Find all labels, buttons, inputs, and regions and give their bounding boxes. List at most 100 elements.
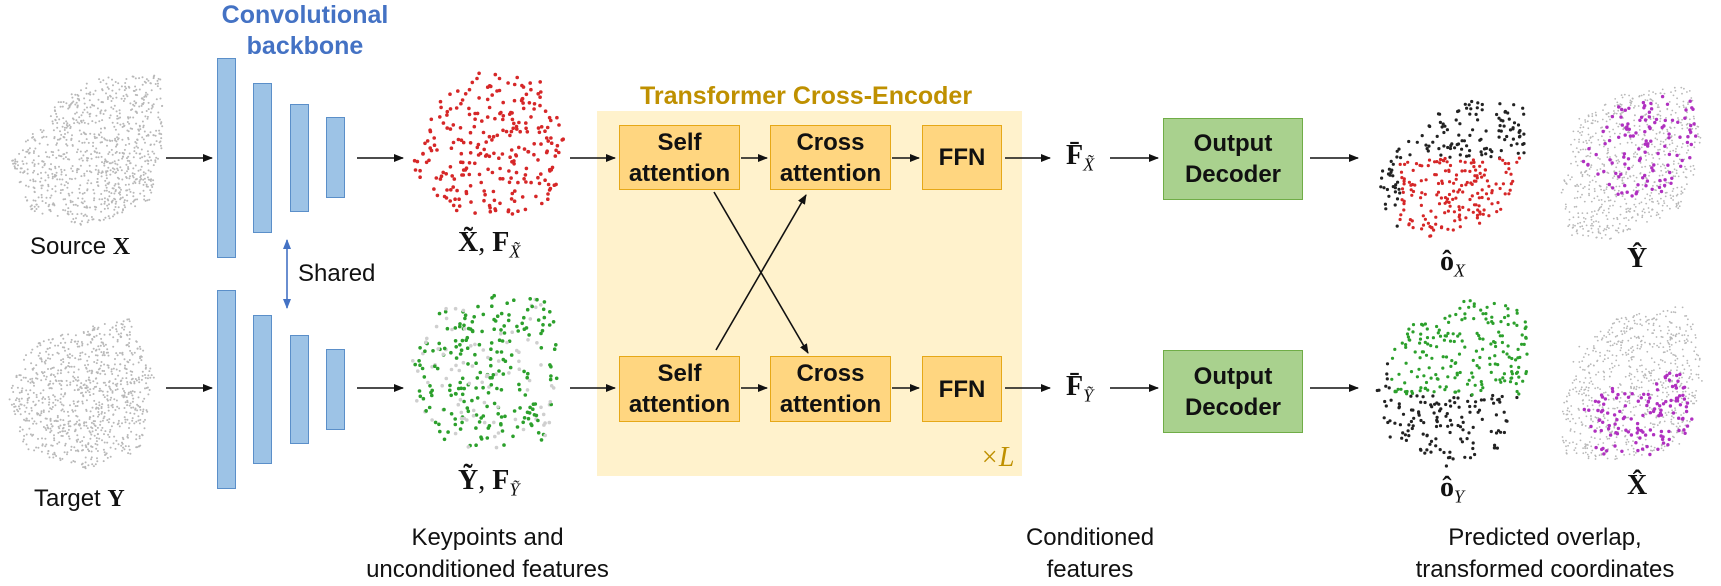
point bbox=[120, 97, 123, 100]
point bbox=[1509, 182, 1513, 186]
point bbox=[116, 388, 119, 391]
point bbox=[127, 85, 130, 88]
point bbox=[1435, 401, 1439, 405]
point bbox=[1655, 382, 1659, 386]
point bbox=[160, 137, 163, 140]
point bbox=[446, 430, 450, 434]
point bbox=[138, 182, 141, 185]
point bbox=[90, 421, 93, 424]
point bbox=[445, 113, 449, 117]
point bbox=[121, 351, 124, 354]
point bbox=[546, 197, 550, 201]
point bbox=[61, 333, 64, 336]
point bbox=[1694, 334, 1697, 336]
point bbox=[1676, 97, 1678, 100]
point bbox=[1661, 204, 1664, 207]
point bbox=[25, 389, 28, 392]
point bbox=[108, 116, 111, 119]
point bbox=[1668, 320, 1671, 323]
point bbox=[1635, 421, 1640, 426]
point bbox=[37, 399, 40, 402]
point bbox=[98, 332, 101, 335]
point bbox=[1662, 382, 1665, 384]
point bbox=[1606, 419, 1609, 422]
point bbox=[1621, 353, 1624, 356]
point bbox=[103, 363, 106, 366]
point bbox=[1651, 433, 1656, 437]
point bbox=[1656, 163, 1659, 166]
point bbox=[1684, 168, 1687, 170]
point bbox=[1473, 404, 1477, 408]
point bbox=[1684, 176, 1687, 178]
point bbox=[437, 311, 442, 316]
point bbox=[1425, 336, 1430, 340]
point bbox=[1590, 224, 1592, 227]
point bbox=[44, 437, 47, 440]
point bbox=[1629, 417, 1633, 421]
point bbox=[74, 112, 77, 115]
point bbox=[539, 142, 543, 146]
point bbox=[64, 209, 67, 212]
point bbox=[1603, 375, 1605, 378]
point bbox=[149, 180, 152, 182]
point bbox=[41, 136, 44, 139]
point bbox=[1633, 153, 1635, 155]
point bbox=[1423, 386, 1428, 390]
point bbox=[1435, 160, 1439, 164]
point bbox=[1594, 120, 1597, 122]
point bbox=[97, 326, 100, 329]
point bbox=[94, 377, 97, 380]
point bbox=[54, 404, 57, 407]
point bbox=[1674, 150, 1677, 153]
point bbox=[522, 147, 527, 151]
point bbox=[142, 189, 145, 192]
point bbox=[1453, 361, 1457, 365]
point bbox=[99, 344, 102, 347]
point bbox=[1677, 202, 1680, 205]
point bbox=[1648, 428, 1653, 432]
point bbox=[47, 176, 50, 179]
point bbox=[79, 441, 82, 444]
point bbox=[1515, 311, 1519, 315]
point bbox=[84, 213, 87, 216]
point bbox=[72, 100, 75, 103]
point bbox=[1484, 152, 1488, 156]
point bbox=[1382, 186, 1386, 190]
point bbox=[435, 366, 440, 371]
point bbox=[1414, 162, 1419, 166]
point bbox=[1627, 353, 1630, 355]
point bbox=[1632, 316, 1635, 319]
point bbox=[1692, 164, 1695, 167]
point bbox=[123, 407, 126, 409]
point bbox=[1621, 179, 1624, 182]
point bbox=[1606, 171, 1609, 174]
point bbox=[1633, 119, 1635, 122]
point bbox=[89, 394, 92, 397]
point bbox=[73, 122, 76, 125]
point bbox=[1692, 115, 1695, 118]
point bbox=[108, 436, 111, 438]
point bbox=[134, 378, 137, 380]
point bbox=[32, 422, 35, 425]
point bbox=[1675, 396, 1680, 400]
point bbox=[1452, 339, 1456, 344]
point bbox=[109, 169, 112, 172]
point bbox=[1400, 436, 1404, 440]
point bbox=[1665, 117, 1667, 119]
point bbox=[1625, 330, 1628, 333]
point bbox=[465, 406, 470, 410]
point bbox=[443, 309, 448, 314]
point bbox=[149, 131, 152, 134]
point bbox=[479, 435, 483, 440]
point bbox=[78, 191, 81, 194]
point bbox=[1617, 105, 1621, 109]
point bbox=[76, 440, 79, 443]
point bbox=[132, 103, 135, 106]
point bbox=[129, 402, 132, 405]
point bbox=[480, 119, 484, 123]
point bbox=[1645, 202, 1648, 205]
point bbox=[86, 221, 89, 224]
point bbox=[496, 405, 500, 409]
point bbox=[154, 134, 157, 137]
point bbox=[1607, 196, 1609, 198]
